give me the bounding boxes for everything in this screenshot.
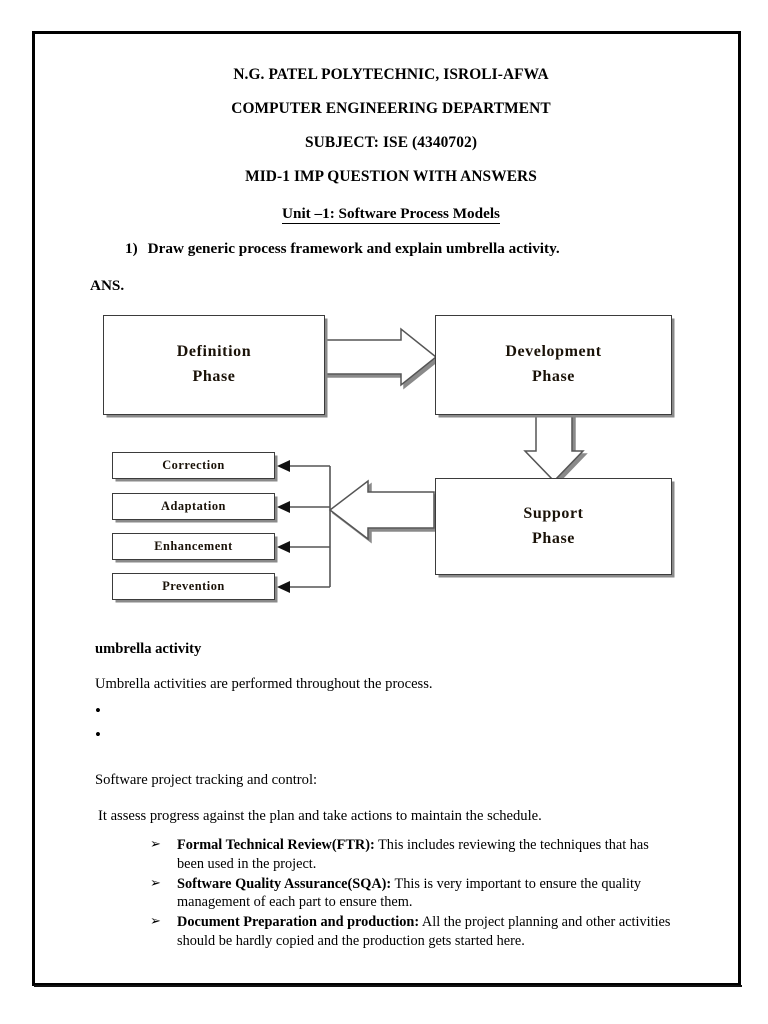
box-adaptation: Adaptation xyxy=(112,493,275,521)
box-development-phase-line1: Development xyxy=(505,343,602,361)
maintenance-branch-lines xyxy=(286,465,330,588)
tracking-paragraph: It assess progress against the plan and … xyxy=(98,807,542,824)
box-development-phase-line2: Phase xyxy=(532,368,575,386)
box-support-phase: Support Phase xyxy=(435,478,672,576)
list-item xyxy=(95,726,692,754)
page-border: N.G. PATEL POLYTECHNIC, ISROLI-AFWA COMP… xyxy=(32,31,742,987)
list-item: Formal Technical Review(FTR): This inclu… xyxy=(150,836,678,874)
box-prevention: Prevention xyxy=(112,573,275,601)
question-text: Draw generic process framework and expla… xyxy=(147,240,560,258)
tracking-heading: Software project tracking and control: xyxy=(95,772,318,789)
answer-label: ANS. xyxy=(90,277,125,295)
box-definition-phase-line1: Definition xyxy=(176,343,252,361)
page-content: N.G. PATEL POLYTECHNIC, ISROLI-AFWA COMP… xyxy=(35,34,738,983)
list-item-title: Document Preparation and production: xyxy=(177,914,420,931)
list-item-text: This is very important to ensure the qua… xyxy=(177,875,642,911)
box-support-phase-line2: Phase xyxy=(532,529,575,547)
process-framework-diagram: Definition Phase Development Phase Suppo… xyxy=(98,307,698,607)
unit-heading: Unit –1: Software Process Models xyxy=(90,205,692,225)
umbrella-activity-list: Formal Technical Review(FTR): This inclu… xyxy=(90,836,692,951)
exam-title: MID-1 IMP QUESTION WITH ANSWERS xyxy=(245,167,537,185)
arrow-support-to-maintenance xyxy=(328,479,435,541)
list-item-text: This includes reviewing the techniques t… xyxy=(177,836,649,872)
maintenance-arrowheads xyxy=(277,460,290,594)
question-1: 1) Draw generic process framework and ex… xyxy=(125,240,692,258)
umbrella-intro-paragraph: Umbrella activities are performed throug… xyxy=(95,676,433,693)
empty-bullet-list xyxy=(90,702,692,754)
list-item-text: All the project planning and other activ… xyxy=(177,914,671,950)
list-item-title: Software Quality Assurance(SQA): xyxy=(177,875,392,892)
box-definition-phase-line2: Phase xyxy=(192,368,236,386)
institute-name: N.G. PATEL POLYTECHNIC, ISROLI-AFWA xyxy=(233,66,549,83)
box-correction: Correction xyxy=(112,452,275,480)
box-definition-phase: Definition Phase xyxy=(103,315,325,416)
list-item-title: Formal Technical Review(FTR): xyxy=(177,836,375,853)
diagram-connectors xyxy=(277,327,585,594)
box-enhancement: Enhancement xyxy=(112,533,275,561)
box-development-phase: Development Phase xyxy=(435,315,672,416)
arrow-development-to-support xyxy=(523,412,585,483)
umbrella-activity-heading: umbrella activity xyxy=(95,641,202,658)
box-support-phase-line1: Support xyxy=(523,504,584,522)
list-item: Software Quality Assurance(SQA): This is… xyxy=(150,875,678,913)
list-item xyxy=(95,702,692,730)
unit-heading-text: Unit –1: Software Process Models xyxy=(282,205,500,225)
document-header: N.G. PATEL POLYTECHNIC, ISROLI-AFWA COMP… xyxy=(90,66,692,185)
department-name: COMPUTER ENGINEERING DEPARTMENT xyxy=(231,99,551,117)
list-item: Document Preparation and production: All… xyxy=(150,913,678,951)
arrow-definition-to-development xyxy=(319,327,438,387)
question-number: 1) xyxy=(125,240,138,258)
subject-line: SUBJECT: ISE (4340702) xyxy=(304,133,478,151)
